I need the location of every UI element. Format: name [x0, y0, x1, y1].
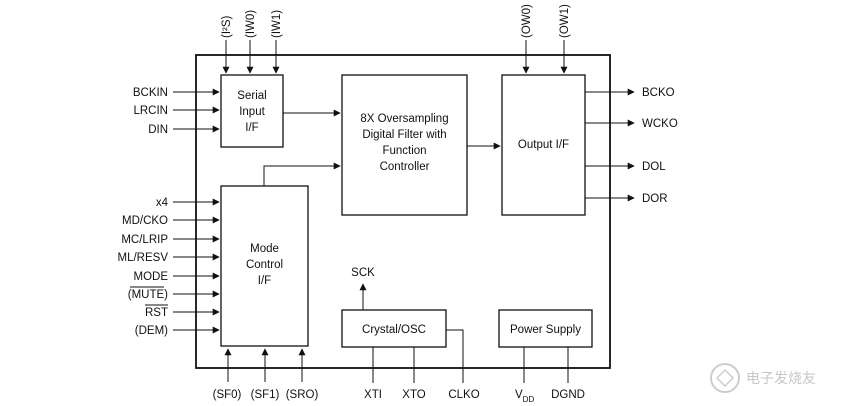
sck-output: SCK	[351, 267, 375, 310]
right-pin-dol-label: DOL	[642, 161, 666, 173]
left-pin-mc-lrip-label: MC/LRIP	[121, 234, 168, 246]
left-pin-mode: MODE	[134, 271, 220, 283]
watermark-icon	[710, 363, 740, 393]
left-pin-din: DIN	[148, 124, 220, 136]
bottom-pin-xti: XTI	[364, 347, 382, 401]
left-pin-ml-resv-label: ML/RESV	[118, 252, 169, 264]
left-pin-mute: (MUTE)	[128, 286, 220, 301]
left-pin-mute-label: (MUTE)	[128, 289, 168, 301]
right-pin-dor-label: DOR	[642, 193, 668, 205]
power-supply-block: Power Supply	[498, 309, 593, 348]
left-pin-din-label: DIN	[148, 124, 168, 136]
power-supply-label: Power Supply	[510, 324, 581, 336]
bottom-pin-sro: (SRO)	[286, 348, 319, 401]
left-pin-md-cko-label: MD/CKO	[122, 215, 168, 227]
serial-input-line2: Input	[239, 106, 265, 118]
right-pin-dol: DOL	[585, 161, 666, 173]
right-pin-bcko-label: BCKO	[642, 87, 675, 99]
mode-control-line3: I/F	[258, 275, 271, 287]
vdd-subscript: DD	[523, 395, 535, 404]
vdd-label: V	[515, 389, 523, 401]
top-pin-i2s: (I²S)	[221, 15, 233, 74]
top-pin-ow1: (OW1)	[559, 4, 571, 74]
mode-control-block: Mode Control I/F	[220, 185, 309, 347]
watermark-text: 电子发烧友	[746, 371, 816, 387]
bottom-pin-sf1-label: (SF1)	[251, 389, 280, 401]
sck-label: SCK	[351, 267, 375, 279]
top-pin-ow1-label: (OW1)	[559, 4, 571, 38]
svg-text:VDD: VDD	[515, 389, 534, 404]
bottom-pin-xti-label: XTI	[364, 389, 382, 401]
crystal-osc-block: Crystal/OSC	[341, 309, 447, 348]
bottom-pin-clko-label: CLKO	[448, 389, 479, 401]
left-pin-mc-lrip: MC/LRIP	[121, 234, 220, 246]
right-pin-bcko: BCKO	[585, 87, 675, 99]
left-pin-rst: RST	[145, 304, 220, 319]
bottom-pin-clko: CLKO	[446, 329, 480, 401]
left-pin-x4-label: x4	[156, 197, 169, 209]
top-pin-iw0: (IW0)	[245, 10, 257, 74]
output-if-label: Output I/F	[518, 139, 569, 151]
mode-control-line1: Mode	[250, 243, 279, 255]
bottom-pin-sf1: (SF1)	[251, 348, 280, 401]
left-pin-x4: x4	[156, 197, 220, 209]
right-pin-wcko: WCKO	[585, 118, 678, 130]
top-pin-iw0-label: (IW0)	[245, 10, 257, 38]
bottom-pin-vdd: VDD	[515, 347, 534, 404]
left-pin-bckin: BCKIN	[133, 87, 220, 99]
bottom-pin-xto-label: XTO	[402, 389, 425, 401]
left-pin-bckin-label: BCKIN	[133, 87, 168, 99]
right-pin-dor: DOR	[585, 193, 668, 205]
bottom-pin-sro-label: (SRO)	[286, 389, 319, 401]
bottom-pin-dgnd-label: DGND	[551, 389, 585, 401]
filter-line3: Function	[382, 145, 426, 157]
left-pin-lrcin-label: LRCIN	[133, 105, 168, 117]
left-pin-mode-label: MODE	[134, 271, 169, 283]
bottom-pin-sf0-label: (SF0)	[213, 389, 242, 401]
output-if-block: Output I/F	[501, 74, 586, 216]
top-pin-iw1-label: (IW1)	[271, 10, 283, 38]
left-pin-dem: (DEM)	[135, 325, 220, 337]
filter-line1: 8X Oversampling	[360, 113, 448, 125]
left-pin-rst-label: RST	[145, 307, 168, 319]
left-pin-md-cko: MD/CKO	[122, 215, 220, 227]
serial-input-line1: Serial	[237, 90, 266, 102]
serial-input-block: Serial Input I/F	[220, 74, 284, 148]
bottom-pin-xto: XTO	[402, 347, 426, 401]
filter-line2: Digital Filter with	[362, 129, 446, 141]
crystal-osc-label: Crystal/OSC	[362, 324, 426, 336]
left-pin-lrcin: LRCIN	[133, 105, 220, 117]
watermark-logo: 电子发烧友	[710, 363, 816, 393]
bottom-pin-dgnd: DGND	[551, 347, 585, 401]
top-pin-ow0-label: (OW0)	[521, 4, 533, 38]
right-pin-wcko-label: WCKO	[642, 118, 678, 130]
top-pin-iw1: (IW1)	[271, 10, 283, 74]
mode-to-filter-arrow	[263, 162, 341, 186]
serial-input-line3: I/F	[245, 122, 258, 134]
digital-filter-block: 8X Oversampling Digital Filter with Func…	[341, 74, 468, 216]
bottom-pin-sf0: (SF0)	[213, 348, 242, 401]
left-pin-dem-label: (DEM)	[135, 325, 168, 337]
top-pin-i2s-label: (I²S)	[221, 15, 233, 38]
top-pin-ow0: (OW0)	[521, 4, 533, 74]
mode-control-line2: Control	[246, 259, 283, 271]
filter-line4: Controller	[380, 161, 430, 173]
left-pin-ml-resv: ML/RESV	[118, 252, 220, 264]
